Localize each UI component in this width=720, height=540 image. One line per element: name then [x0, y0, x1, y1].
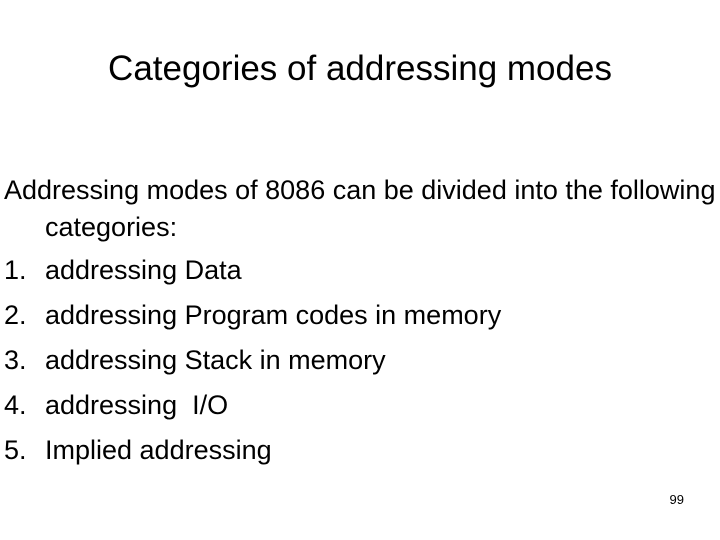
list-item: 1. addressing Data: [4, 248, 716, 293]
intro-paragraph: Addressing modes of 8086 can be divided …: [4, 175, 716, 242]
list-item: 4. addressing I/O: [4, 383, 716, 428]
addressing-category-list: 1. addressing Data 2. addressing Program…: [4, 248, 716, 473]
list-item-label: addressing Program codes in memory: [45, 300, 502, 330]
page-number: 99: [669, 492, 684, 507]
list-item-label: addressing I/O: [45, 390, 229, 420]
list-item-number: 2.: [4, 300, 27, 330]
list-item-label: Implied addressing: [45, 435, 272, 465]
list-item-number: 3.: [4, 345, 27, 375]
list-item-label: addressing Data: [45, 255, 242, 285]
list-item-number: 4.: [4, 390, 27, 420]
list-item-label: addressing Stack in memory: [45, 345, 386, 375]
list-item-number: 1.: [4, 255, 27, 285]
list-item: 5. Implied addressing: [4, 428, 716, 473]
list-item-number: 5.: [4, 435, 27, 465]
list-item: 3. addressing Stack in memory: [4, 338, 716, 383]
slide-body: Addressing modes of 8086 can be divided …: [4, 172, 716, 473]
list-item: 2. addressing Program codes in memory: [4, 293, 716, 338]
page-title: Categories of addressing modes: [108, 49, 612, 88]
